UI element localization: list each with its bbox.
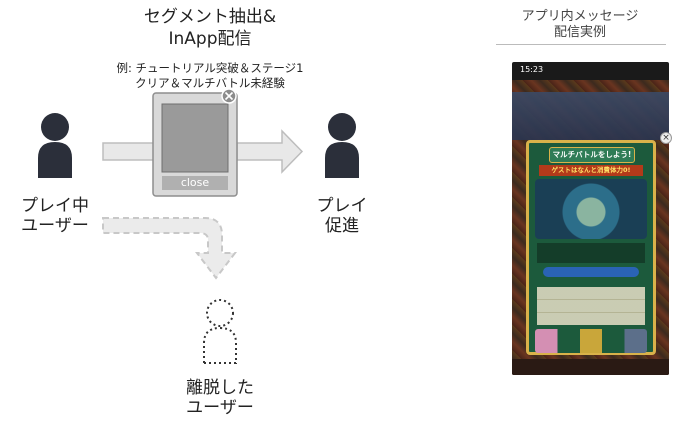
churned-user-label-line2: ユーザー — [186, 398, 254, 418]
popup-banner: ゲストはなんと消費体力0! — [539, 165, 643, 176]
promoted-user-person-icon — [325, 113, 359, 178]
popup-reward-table — [537, 287, 645, 325]
churned-user-label: 離脱した ユーザー — [170, 378, 270, 418]
diagram-title: セグメント抽出& InApp配信 — [60, 6, 360, 50]
promote-play-label: プレイ 促進 — [302, 196, 382, 236]
playing-user-label: プレイ中 ユーザー — [15, 196, 95, 236]
dashed-churn-arrow — [102, 217, 238, 280]
example-popup: マルチバトルをしよう! ゲストはなんと消費体力0! — [526, 140, 656, 355]
playing-user-label-line2: ユーザー — [21, 216, 89, 236]
popup-artwork — [535, 179, 647, 239]
example-title: アプリ内メッセージ 配信実例 — [490, 9, 670, 41]
modal-close-button-bg — [162, 176, 228, 190]
churned-user-label-line1: 離脱した — [186, 378, 254, 398]
phone-status-time: 15:23 — [520, 65, 544, 74]
popup-highlight-bar — [543, 267, 639, 277]
playing-user-person-icon — [38, 113, 72, 178]
modal-x-icon — [221, 88, 237, 104]
flow-arrow-left-segment — [102, 142, 156, 161]
playing-user-label-line1: プレイ中 — [21, 196, 89, 216]
game-top-panel — [512, 92, 669, 140]
segment-condition-line2: クリア＆マルチバトル未経験 — [135, 76, 285, 90]
inapp-message-modal — [152, 92, 238, 197]
popup-characters — [535, 329, 647, 353]
popup-title: マルチバトルをしよう! — [549, 147, 635, 163]
promote-play-label-line1: プレイ — [316, 196, 368, 216]
diagram-title-line2: InApp配信 — [168, 29, 252, 49]
segment-condition-caption: 例: チュートリアル突破＆ステージ1 クリア＆マルチバトル未経験 — [90, 61, 330, 91]
segment-condition-line1: 例: チュートリアル突破＆ステージ1 — [116, 61, 304, 75]
modal-screen — [161, 103, 229, 173]
popup-description — [537, 243, 645, 263]
phone-status-bar: 15:23 — [512, 62, 669, 80]
example-title-line1: アプリ内メッセージ — [521, 9, 639, 24]
flow-arrow-right-head — [236, 129, 304, 174]
promote-play-label-line2: 促進 — [325, 216, 359, 236]
example-title-divider — [496, 44, 666, 45]
modal-close-label: close — [180, 176, 210, 189]
game-bottom-bar — [512, 359, 669, 375]
churned-user-person-icon — [203, 299, 237, 364]
example-title-line2: 配信実例 — [553, 25, 606, 40]
diagram-title-line1: セグメント抽出& — [143, 7, 277, 27]
example-phone-screenshot: 15:23 マルチバトルをしよう! ゲストはなんと消費体力0! — [512, 62, 669, 375]
popup-close-icon[interactable]: × — [660, 132, 672, 144]
